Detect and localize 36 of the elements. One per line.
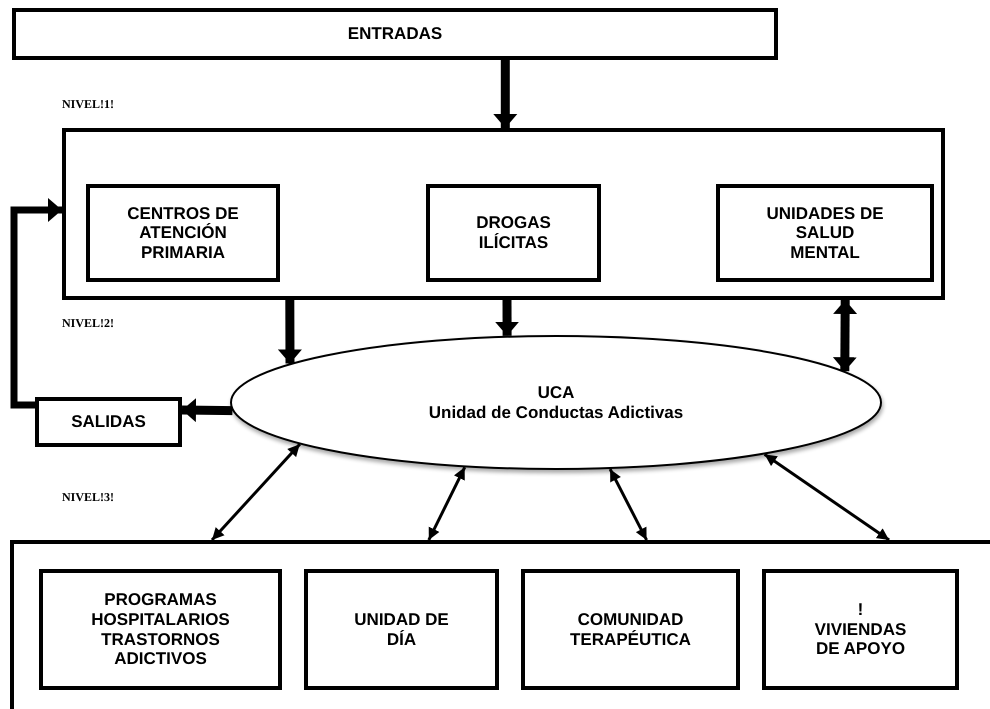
process-box: [12, 8, 778, 60]
node-label: Unidad de Conductas Adictivas: [428, 402, 684, 422]
node-label: CENTROS DE ATENCIÓN PRIMARIA: [126, 204, 240, 262]
process-box: [39, 569, 282, 690]
process-box: [426, 184, 601, 282]
node-label: PROGRAMAS HOSPITALARIOS TRASTORNOS ADICTIVOS: [90, 590, 231, 669]
arrow: [210, 443, 301, 542]
group-box: [62, 128, 945, 300]
node-label: COMUNIDAD TERAPÉUTICA: [569, 610, 692, 650]
arrow: [427, 466, 466, 541]
process-box: [86, 184, 280, 282]
process-box: [304, 569, 499, 690]
arrow: [493, 60, 518, 128]
node-label: DROGAS ILÍCITAS: [475, 213, 552, 253]
arrow: [278, 300, 302, 364]
ellipse-node: [230, 335, 882, 470]
arrow: [764, 453, 890, 542]
process-box: [35, 397, 182, 447]
node-label: SALIDAS: [71, 412, 146, 432]
process-box: [762, 569, 959, 690]
node-label: UNIDAD DE DÍA: [353, 610, 450, 650]
arrow: [832, 300, 858, 372]
node-label: ENTRADAS: [348, 24, 442, 44]
group-box: [10, 540, 990, 709]
level-label: NIVEL!3!: [62, 490, 114, 505]
level-label: NIVEL!2!: [62, 316, 114, 331]
level-label: NIVEL!1!: [62, 97, 114, 112]
process-box: [521, 569, 740, 690]
node-label: UCA: [538, 382, 574, 402]
node-label: UNIDADES DE SALUD MENTAL: [765, 204, 885, 262]
arrow: [10, 198, 62, 408]
arrow: [608, 468, 648, 541]
arrow: [495, 300, 520, 336]
node-label: ! VIVIENDAS DE APOYO: [814, 600, 908, 659]
arrow: [182, 398, 232, 422]
process-box: [716, 184, 934, 282]
